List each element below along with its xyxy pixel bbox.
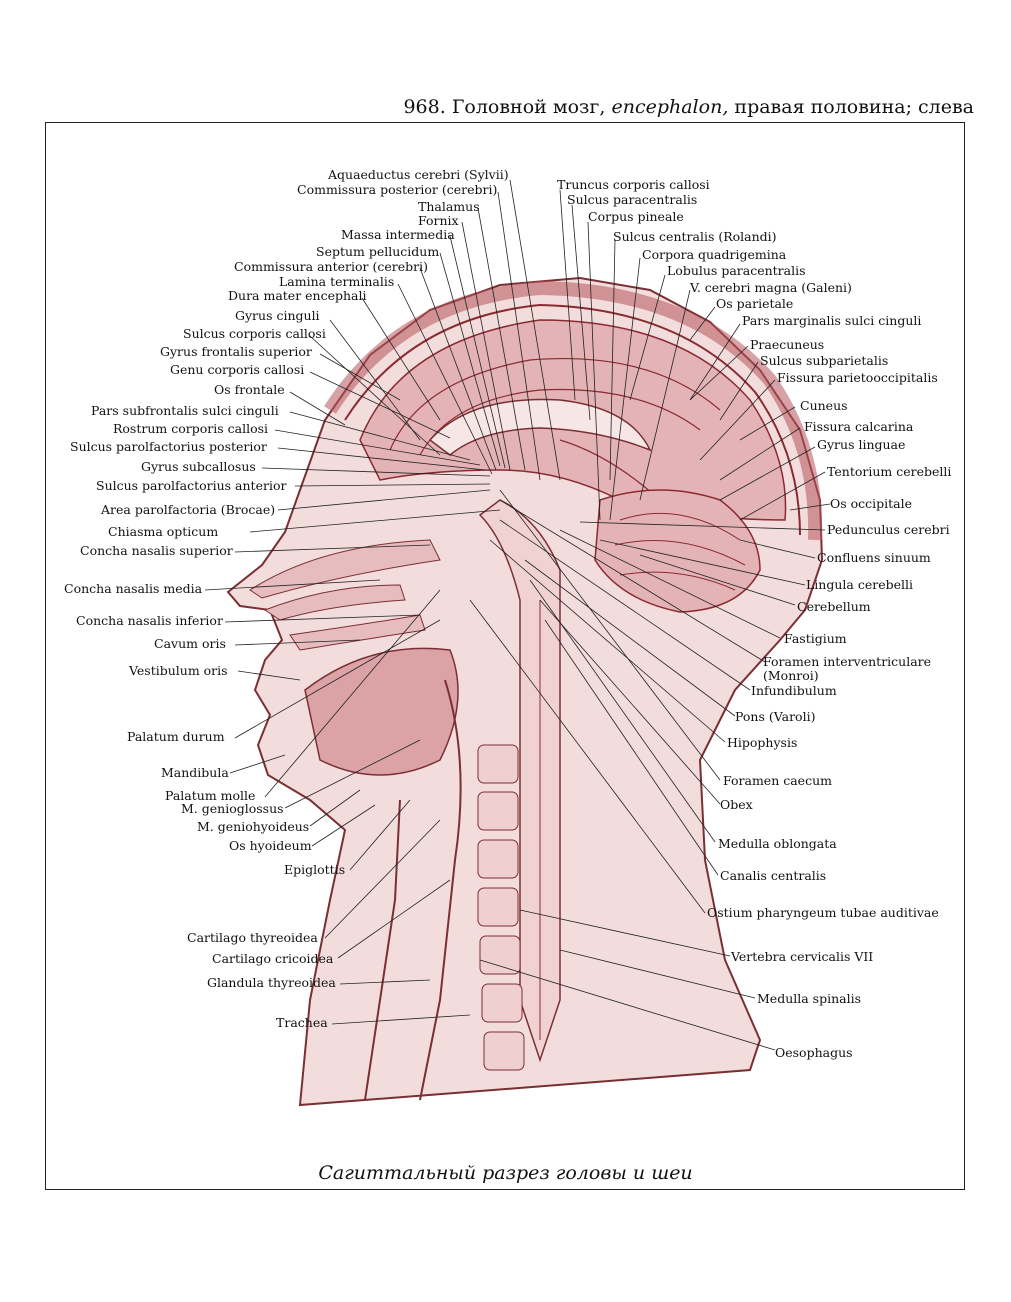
label-corpora-quadrigemina: Corpora quadrigemina bbox=[642, 247, 787, 262]
label-tentorium-cerebelli: Tentorium cerebelli bbox=[827, 464, 952, 479]
label-cartilago-cricoidea: Cartilago cricoidea bbox=[212, 951, 334, 966]
label-gyrus-linguae: Gyrus linguae bbox=[817, 437, 906, 452]
label-concha-nasalis-inferior: Concha nasalis inferior bbox=[76, 613, 223, 628]
label-rostrum-corporis-callosi: Rostrum corporis callosi bbox=[113, 421, 269, 436]
label-fissura-parietooccipitalis: Fissura parietooccipitalis bbox=[777, 370, 938, 385]
label-os-hyoideum: Os hyoideum bbox=[229, 838, 312, 853]
label-cuneus: Cuneus bbox=[800, 398, 848, 413]
label-os-frontale: Os frontale bbox=[214, 382, 285, 397]
label-pars-subfrontalis: Pars subfrontalis sulci cinguli bbox=[91, 403, 279, 418]
label-massa-intermedia: Massa intermedia bbox=[341, 227, 455, 242]
label-medulla-oblongata: Medulla oblongata bbox=[718, 836, 837, 851]
label-cartilago-thyreoidea: Cartilago thyreoidea bbox=[187, 930, 318, 945]
label-cerebellum: Cerebellum bbox=[797, 599, 871, 614]
label-os-parietale: Os parietale bbox=[716, 296, 794, 311]
label-truncus-corporis-callosi: Truncus corporis callosi bbox=[557, 177, 710, 192]
figure-frame bbox=[45, 122, 965, 1190]
label-canalis-centralis: Canalis centralis bbox=[720, 868, 827, 883]
label-foramen-caecum: Foramen caecum bbox=[723, 773, 832, 788]
label-confluens-sinuum: Confluens sinuum bbox=[817, 550, 931, 565]
label-trachea: Trachea bbox=[276, 1015, 328, 1030]
label-chiasma-opticum: Chiasma opticum bbox=[108, 524, 219, 539]
label-infundibulum: Infundibulum bbox=[751, 683, 837, 698]
label-area-parolfactoria: Area parolfactoria (Brocae) bbox=[101, 502, 276, 517]
label-v-cerebri-magna: V. cerebri magna (Galeni) bbox=[690, 280, 852, 295]
nasal-oral-region bbox=[249, 539, 462, 1101]
figure-caption: Сагиттальный разрез головы и шеи bbox=[318, 1162, 693, 1184]
label-commissura-posterior: Commissura posterior (cerebri) bbox=[297, 182, 498, 197]
label-dura-mater: Dura mater encephali bbox=[228, 288, 367, 303]
label-os-occipitale: Os occipitale bbox=[830, 496, 913, 511]
label-m-genioglossus: M. genioglossus bbox=[181, 801, 284, 816]
label-fornix: Fornix bbox=[418, 213, 459, 228]
label-gyrus-subcallosus: Gyrus subcallosus bbox=[141, 459, 256, 474]
label-pars-marginalis: Pars marginalis sulci cinguli bbox=[742, 313, 922, 328]
vertebral-column bbox=[477, 744, 525, 1071]
label-sulcus-centralis: Sulcus centralis (Rolandi) bbox=[613, 229, 777, 244]
label-foramen-interventriculare: Foramen interventriculare bbox=[763, 654, 932, 669]
label-sulcus-parolfactorius-posterior: Sulcus parolfactorius posterior bbox=[70, 439, 267, 454]
label-palatum-molle: Palatum molle bbox=[165, 788, 256, 803]
leader-lines bbox=[204, 179, 831, 1051]
label-fissura-calcarina: Fissura calcarina bbox=[804, 419, 914, 434]
label-sulcus-paracentralis: Sulcus paracentralis bbox=[567, 192, 698, 207]
label-vestibulum-oris: Vestibulum oris bbox=[129, 663, 228, 678]
cerebellum bbox=[594, 489, 761, 613]
label-m-geniohyoideus: M. geniohyoideus bbox=[197, 819, 310, 834]
label-obex: Obex bbox=[720, 797, 753, 812]
label-pedunculus-cerebri: Pedunculus cerebri bbox=[827, 522, 950, 537]
label-epiglottis: Epiglottis bbox=[284, 862, 346, 877]
label-commissura-anterior: Commissura anterior (cerebri) bbox=[234, 259, 428, 274]
label-concha-nasalis-media: Concha nasalis media bbox=[64, 581, 203, 596]
label-cavum-oris: Cavum oris bbox=[154, 636, 226, 651]
label-medulla-spinalis: Medulla spinalis bbox=[757, 991, 861, 1006]
label-gyrus-frontalis-superior: Gyrus frontalis superior bbox=[160, 344, 312, 359]
label-thalamus: Thalamus bbox=[418, 199, 480, 214]
label-lobulus-paracentralis: Lobulus paracentralis bbox=[667, 263, 806, 278]
title-suffix: правая половина; слева bbox=[728, 96, 974, 118]
label-septum-pellucidum: Septum pellucidum bbox=[316, 244, 440, 259]
label-mandibula: Mandibula bbox=[161, 765, 229, 780]
label-sulcus-parolfactorius-anterior: Sulcus parolfactorius anterior bbox=[96, 478, 287, 493]
label-oesophagus: Oesophagus bbox=[775, 1045, 853, 1060]
label-sulcus-subparietalis: Sulcus subparietalis bbox=[760, 353, 889, 368]
label-concha-nasalis-superior: Concha nasalis superior bbox=[80, 543, 233, 558]
label-genu-corporis-callosi: Genu corporis callosi bbox=[170, 362, 305, 377]
label-foramen-monroi: (Monroi) bbox=[763, 668, 819, 683]
page-title: 968. Головной мозг, encephalon, правая п… bbox=[403, 96, 974, 118]
label-hipophysis: Hipophysis bbox=[727, 735, 798, 750]
brainstem-spinal-cord bbox=[478, 499, 561, 1063]
label-aquaeductus: Aquaeductus cerebri (Sylvii) bbox=[328, 167, 509, 182]
label-palatum-durum: Palatum durum bbox=[127, 729, 225, 744]
label-lingula-cerebelli: Lingula cerebelli bbox=[806, 577, 913, 592]
label-gyrus-cinguli: Gyrus cinguli bbox=[235, 308, 320, 323]
label-pons: Pons (Varoli) bbox=[735, 709, 816, 724]
title-number: 968. Головной мозг, bbox=[403, 96, 612, 118]
label-glandula-thyreoidea: Glandula thyreoidea bbox=[207, 975, 336, 990]
label-corpus-pineale: Corpus pineale bbox=[588, 209, 684, 224]
title-latin: encephalon, bbox=[611, 96, 729, 118]
label-sulcus-corporis-callosi: Sulcus corporis callosi bbox=[183, 326, 326, 341]
label-praecuneus: Praecuneus bbox=[750, 337, 825, 352]
label-ostium-pharyngeum: Ostium pharyngeum tubae auditivae bbox=[707, 905, 939, 920]
label-vertebra-cervicalis: Vertebra cervicalis VII bbox=[731, 949, 874, 964]
label-lamina-terminalis: Lamina terminalis bbox=[279, 274, 395, 289]
label-fastigium: Fastigium bbox=[784, 631, 847, 646]
